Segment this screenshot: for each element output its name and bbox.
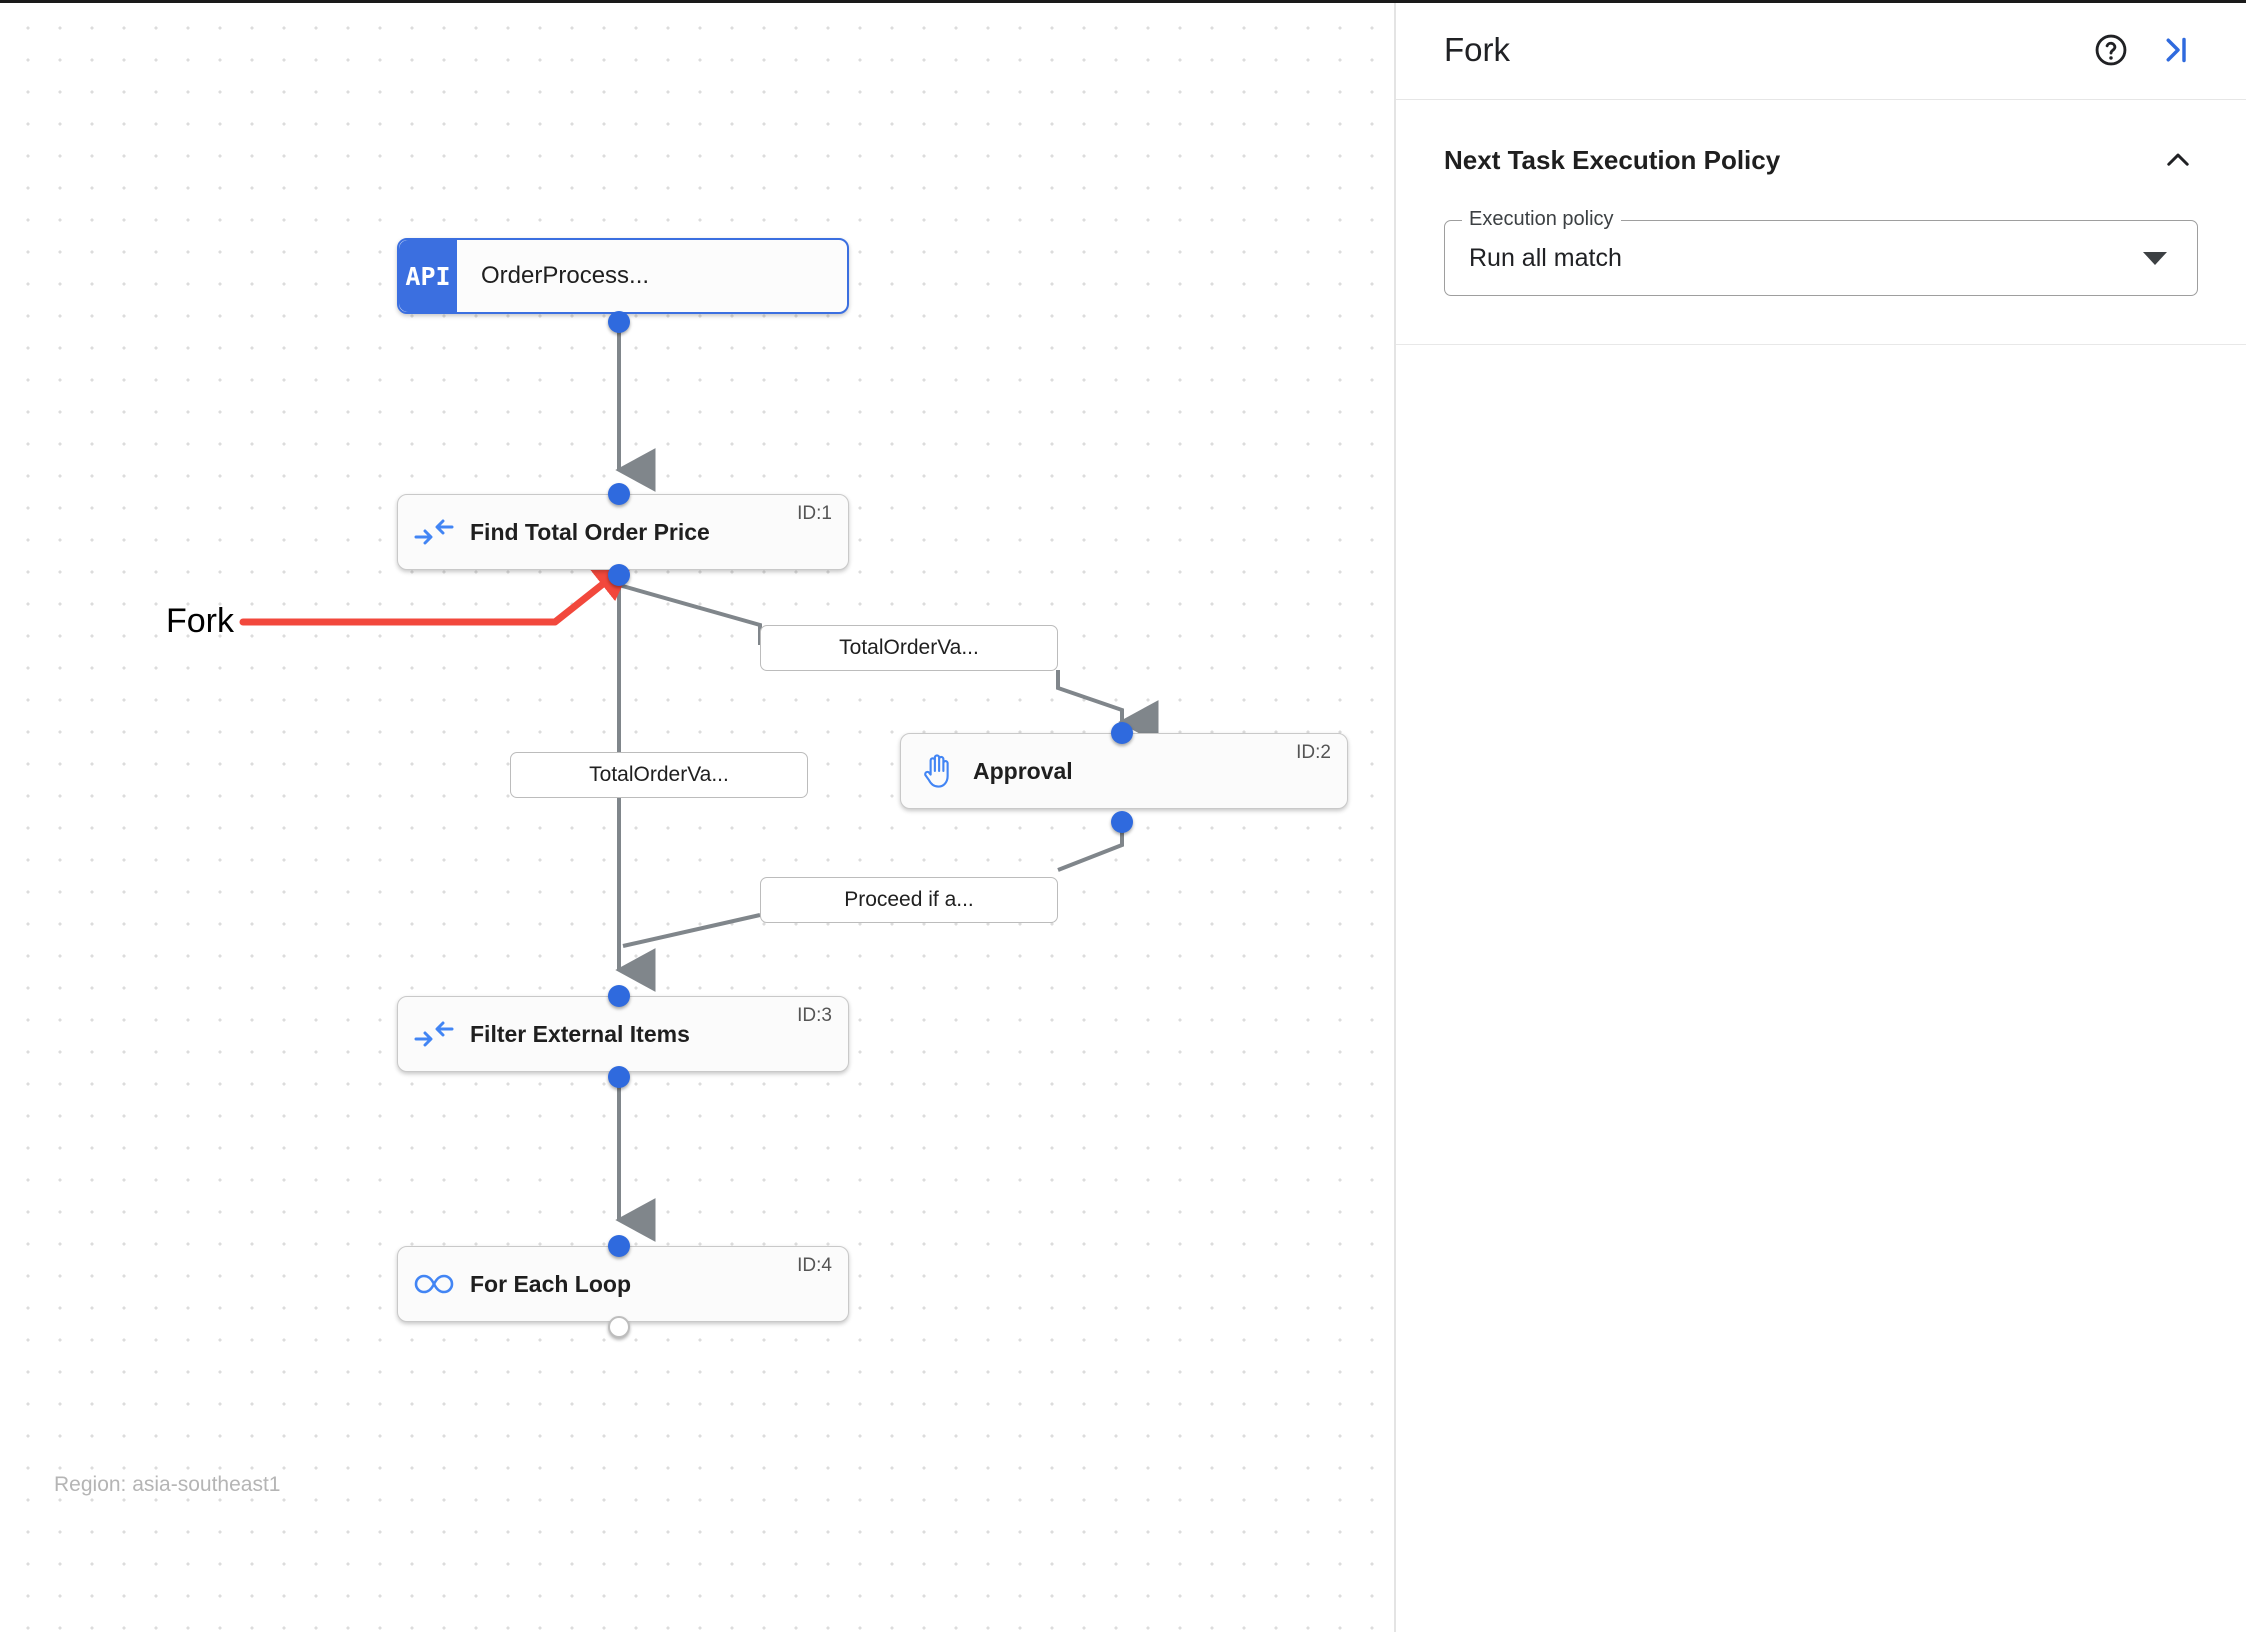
execution-policy-select[interactable]: Execution policy Run all match	[1444, 208, 2198, 296]
port-find-total-in[interactable]	[608, 483, 630, 505]
next-task-execution-policy-section: Next Task Execution Policy Execution pol…	[1396, 100, 2246, 345]
window-top-strip	[0, 0, 2246, 3]
port-filter-in[interactable]	[608, 985, 630, 1007]
port-approval-in[interactable]	[1111, 722, 1133, 744]
node-find-total-order-price[interactable]: Find Total Order Price ID:1	[397, 494, 849, 570]
help-circle-icon[interactable]	[2084, 23, 2138, 77]
edge-label-proceed-if[interactable]: Proceed if a...	[760, 877, 1058, 923]
annotation-label: Fork	[166, 602, 234, 640]
edge-findtotal-to-approval-b	[1056, 670, 1159, 744]
node-approval-id: ID:2	[1296, 742, 1331, 763]
chevron-up-icon[interactable]	[2158, 140, 2198, 180]
collapse-right-icon[interactable]	[2148, 23, 2202, 77]
edge-label-total-order-value-right[interactable]: TotalOrderVa...	[760, 625, 1058, 671]
node-for-each-loop-label: For Each Loop	[470, 1270, 631, 1297]
panel-header: Fork	[1396, 0, 2246, 100]
merge-arrows-icon	[398, 1021, 470, 1047]
node-orderprocess-label: OrderProcess...	[481, 262, 650, 289]
port-approval-out[interactable]	[1111, 811, 1133, 833]
node-for-each-loop[interactable]: For Each Loop ID:4	[397, 1246, 849, 1322]
properties-panel: Fork Next Task Execution Policy	[1396, 0, 2246, 1632]
port-filter-out[interactable]	[608, 1066, 630, 1088]
infinity-icon	[398, 1272, 470, 1296]
port-for-each-out[interactable]	[608, 1316, 630, 1338]
panel-title: Fork	[1444, 30, 1510, 68]
node-filter-external-items[interactable]: Filter External Items ID:3	[397, 996, 849, 1072]
port-find-total-out[interactable]	[608, 564, 630, 586]
node-approval-label: Approval	[973, 757, 1073, 784]
edge-approval-out-b	[622, 913, 761, 948]
section-title: Next Task Execution Policy	[1444, 144, 1781, 175]
workflow-canvas[interactable]: API OrderProcess... Find Total Order Pri…	[0, 0, 1396, 1632]
port-for-each-in[interactable]	[608, 1235, 630, 1257]
node-find-total-label: Find Total Order Price	[470, 518, 710, 545]
region-label: Region: asia-southeast1	[54, 1473, 281, 1496]
annotation-arrow	[239, 558, 635, 626]
api-badge-icon: API	[399, 240, 457, 312]
node-filter-external-label: Filter External Items	[470, 1020, 690, 1047]
edge-label-total-order-value-down[interactable]: TotalOrderVa...	[510, 752, 808, 798]
merge-arrows-icon	[398, 519, 470, 545]
node-find-total-id: ID:1	[797, 503, 832, 524]
caret-down-icon[interactable]	[2143, 251, 2167, 265]
node-for-each-loop-id: ID:4	[797, 1255, 832, 1276]
node-approval[interactable]: Approval ID:2	[900, 733, 1348, 809]
hand-icon	[901, 752, 973, 790]
port-orderprocess-out[interactable]	[608, 311, 630, 333]
node-filter-external-id: ID:3	[797, 1005, 832, 1026]
execution-policy-value: Run all match	[1469, 243, 1622, 272]
node-orderprocess[interactable]: API OrderProcess...	[397, 238, 849, 314]
section-header[interactable]: Next Task Execution Policy	[1444, 140, 2198, 180]
edge-approval-out-a	[1057, 822, 1124, 872]
execution-policy-label: Execution policy	[1462, 208, 1621, 231]
edge-findtotal-to-approval-a	[617, 575, 762, 645]
